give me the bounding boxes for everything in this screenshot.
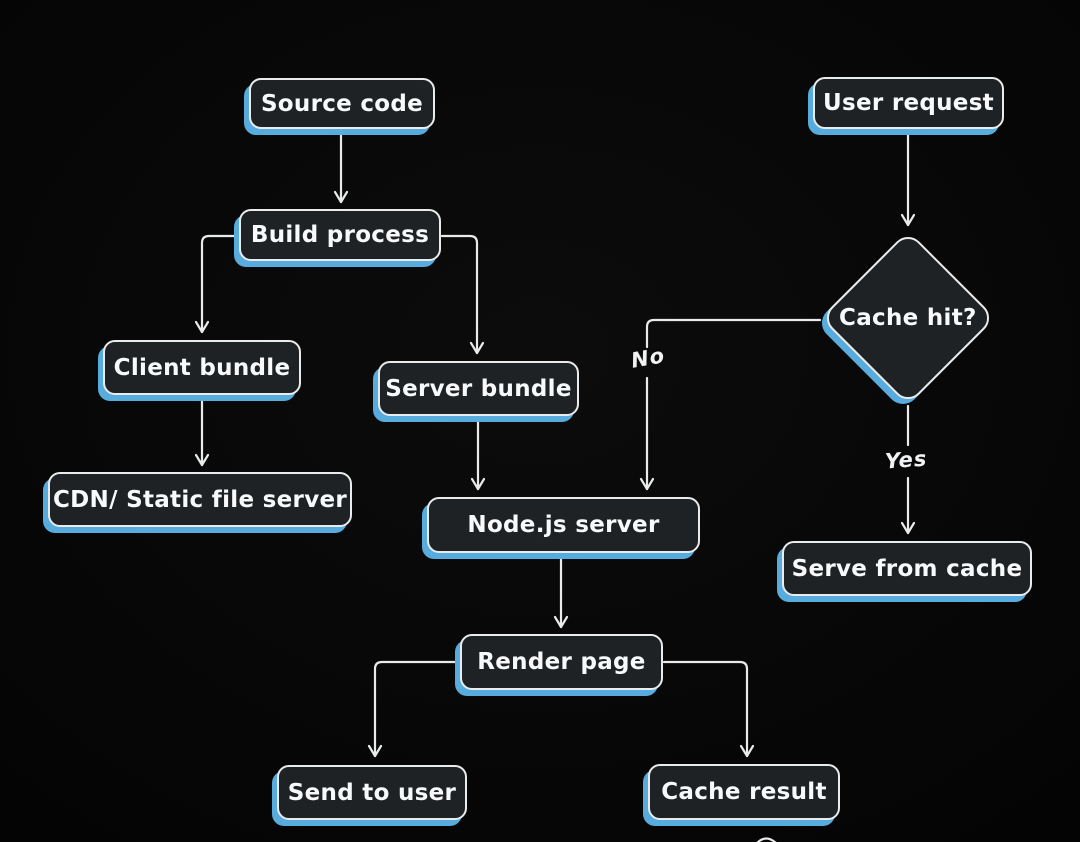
node-build-process: Build process — [239, 209, 441, 261]
node-render-page: Render page — [460, 634, 663, 690]
node-serve-from-cache: Serve from cache — [782, 541, 1032, 596]
edge-label-yes: Yes — [884, 446, 929, 474]
node-cdn-static-file-server: CDN/ Static file server — [48, 472, 352, 527]
edge-render-to-send — [367, 660, 461, 758]
node-cache-result: Cache result — [648, 764, 840, 820]
edge-build-to-client — [194, 234, 241, 334]
cutoff-line-stub — [756, 837, 777, 842]
node-source-code: Source code — [249, 78, 435, 129]
edge-cache-hit-no-upper — [645, 318, 822, 349]
edge-render-to-cache-result — [662, 660, 755, 758]
node-client-bundle: Client bundle — [103, 340, 301, 395]
node-server-bundle: Server bundle — [378, 361, 579, 416]
node-send-to-user: Send to user — [277, 765, 467, 820]
edge-build-to-server-bundle — [440, 234, 485, 355]
cache-hit-label: Cache hit? — [839, 305, 977, 332]
node-nodejs-server: Node.js server — [427, 497, 700, 553]
node-user-request: User request — [813, 77, 1004, 129]
